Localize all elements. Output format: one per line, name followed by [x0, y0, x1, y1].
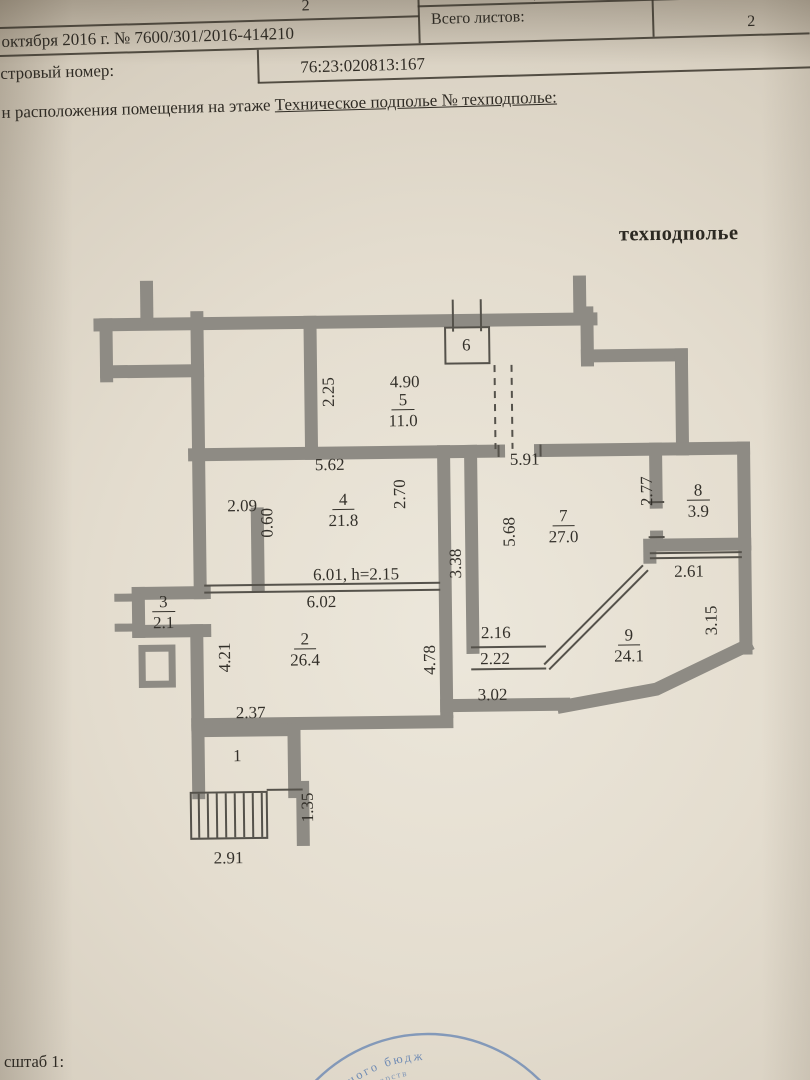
dimension-label: 2.16 — [480, 622, 511, 643]
dimension-label: 2.09 — [227, 495, 258, 516]
dimension-label: 6.01, h=2.15 — [312, 564, 400, 585]
dimension-label: 5.91 — [509, 449, 540, 469]
dimension-label: 2.77 — [636, 476, 657, 507]
dimension-label: 2.91 — [213, 848, 244, 868]
dimension-label: 6.02 — [306, 592, 337, 612]
room-label-6: 6 — [461, 335, 471, 355]
room-label-1: 1 — [232, 746, 242, 766]
dimension-label: 2.22 — [480, 648, 511, 669]
dimension-label: 1.35 — [297, 792, 318, 823]
floor-plan: техподполье — [0, 135, 810, 945]
scale-label: сштаб 1: — [4, 1052, 65, 1071]
dimension-label: 2.70 — [389, 479, 410, 510]
dimension-label: 3.02 — [477, 684, 508, 705]
dimension-label: 3.38 — [445, 548, 466, 579]
dimension-label: 4.78 — [419, 644, 440, 675]
dimension-label: 2.25 — [318, 377, 339, 408]
dimension-label: 0.60 — [257, 507, 277, 538]
dimension-label: 3.15 — [701, 605, 721, 636]
dimension-label: 4.21 — [214, 642, 235, 673]
dimension-label: 5.68 — [499, 516, 519, 547]
dimension-label: 5.62 — [314, 454, 345, 475]
dimension-label: 2.61 — [674, 561, 705, 581]
dimension-label: 2.37 — [235, 702, 266, 723]
